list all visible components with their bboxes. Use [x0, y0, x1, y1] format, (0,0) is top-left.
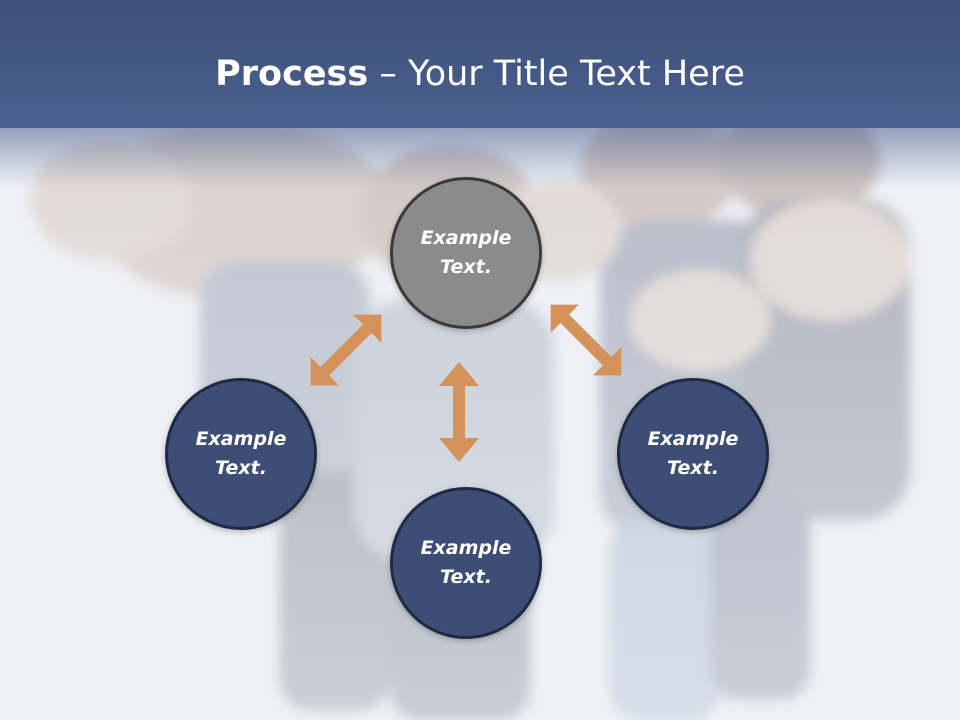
node-bottom[interactable]: Example Text.	[390, 487, 542, 639]
title-bar	[0, 0, 960, 128]
arrow-left-diagonal	[310, 314, 382, 386]
title-bold: Process	[215, 54, 369, 94]
node-bottom-label: Example Text.	[420, 537, 512, 588]
node-left[interactable]: Example Text.	[165, 378, 317, 530]
node-top-label: Example Text.	[420, 227, 512, 278]
node-right-label: Example Text.	[647, 428, 739, 479]
arrow-right-diagonal	[550, 304, 622, 376]
arrow-vertical	[439, 362, 479, 462]
title-rest: – Your Title Text Here	[368, 54, 745, 94]
node-top[interactable]: Example Text.	[390, 177, 542, 329]
node-left-label: Example Text.	[195, 428, 287, 479]
node-right[interactable]: Example Text.	[617, 378, 769, 530]
slide-title: Process – Your Title Text Here	[0, 50, 960, 98]
